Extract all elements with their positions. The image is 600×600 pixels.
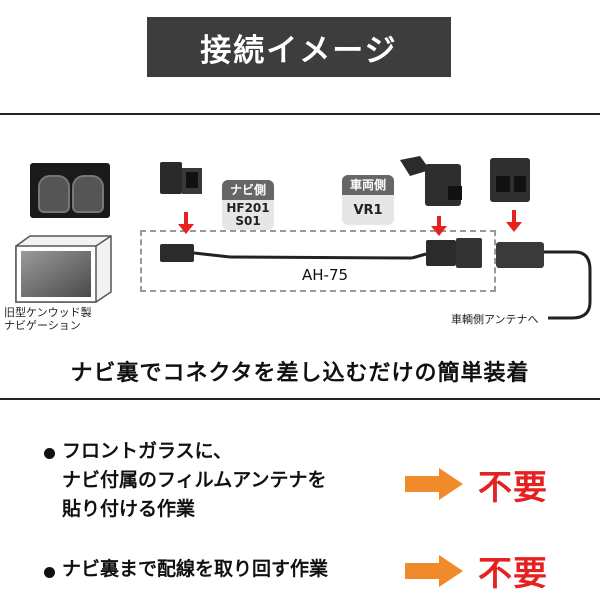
connector-port-left — [38, 175, 70, 213]
benefit-2-line-1: ナビ裏まで配線を取り回す作業 — [62, 558, 329, 580]
product-label: AH-75 — [302, 266, 349, 284]
vehicle-side-tag: 車両側 VR1 — [342, 175, 394, 225]
nav-side-tag-head: ナビ側 — [222, 180, 274, 200]
cable-diagram — [160, 156, 592, 320]
middle-divider — [0, 398, 600, 400]
nav-side-plug-icon — [160, 162, 202, 194]
arrow-right-icon — [405, 468, 463, 500]
vehicle-side-plug-icon — [400, 156, 462, 206]
navigation-unit-illustration — [15, 235, 112, 303]
antenna-plug-icon — [490, 158, 530, 202]
nav-connector-photo — [30, 163, 110, 218]
bullet-icon — [44, 448, 55, 459]
result-not-needed-1: 不要 — [478, 468, 548, 508]
vehicle-antenna-label: 車輌側アンテナへ — [451, 313, 539, 326]
old-nav-label: 旧型ケンウッド製 ナビゲーション — [4, 306, 92, 332]
headline: ナビ裏でコネクタを差し込むだけの簡単装着 — [70, 361, 530, 386]
product-boundary-box — [140, 230, 496, 292]
arrow-right-icon — [405, 555, 463, 587]
benefit-item-2: ナビ裏まで配線を取り回す作業 — [62, 555, 328, 584]
nav-side-tag: ナビ側 HF201 S01 — [222, 180, 274, 230]
nav-side-model-line2: S01 — [235, 214, 261, 228]
connector-port-right — [72, 175, 104, 213]
bullet-icon — [44, 567, 55, 578]
vehicle-side-tag-head: 車両側 — [342, 175, 394, 195]
vehicle-antenna-cable — [496, 242, 592, 320]
old-nav-label-line1: 旧型ケンウッド製 — [4, 306, 92, 319]
top-divider — [0, 113, 600, 115]
benefit-1-line-1: フロントガラスに、 — [62, 440, 233, 462]
result-not-needed-2: 不要 — [478, 554, 548, 594]
nav-side-model-line1: HF201 — [226, 201, 270, 215]
benefit-1-line-3: 貼り付ける作業 — [62, 498, 196, 520]
old-nav-label-line2: ナビゲーション — [4, 319, 81, 332]
vehicle-side-model: VR1 — [353, 203, 383, 218]
ah75-cable — [160, 238, 482, 268]
red-arrows-icon — [178, 210, 522, 236]
benefit-1-line-2: ナビ付属のフィルムアンテナを — [62, 469, 327, 491]
page-title: 接続イメージ — [147, 17, 451, 77]
benefit-item-1: フロントガラスに、 ナビ付属のフィルムアンテナを 貼り付ける作業 — [62, 437, 326, 524]
page-title-text: 接続イメージ — [200, 32, 398, 69]
